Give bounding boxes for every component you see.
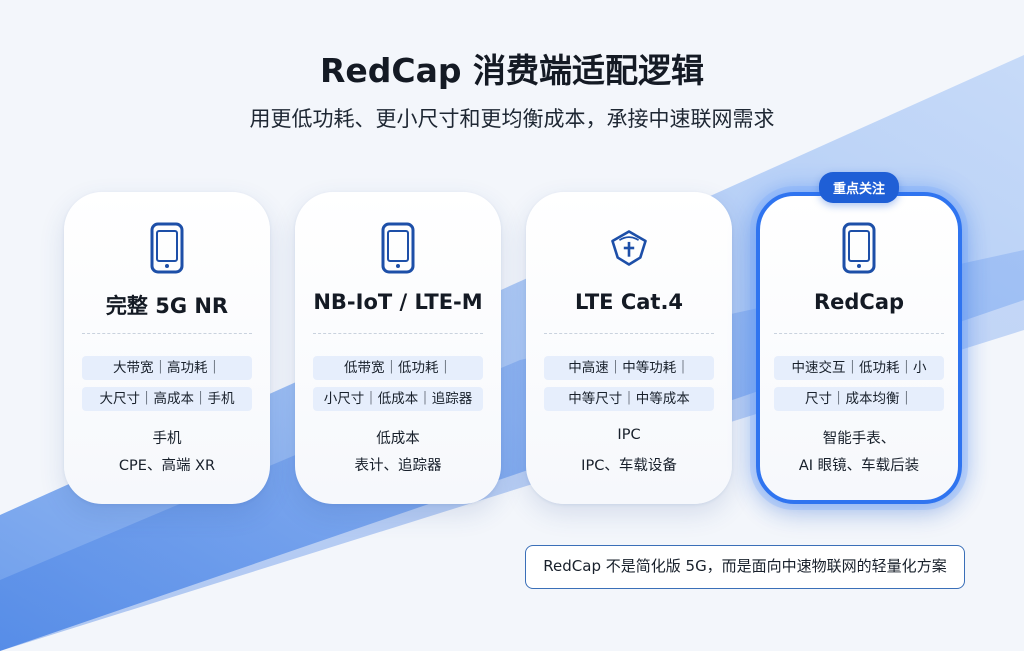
smartphone-icon xyxy=(378,220,418,276)
feature-tag: 大带宽｜高功耗｜ xyxy=(82,356,252,380)
card-title: NB-IoT / LTE-M xyxy=(313,290,483,314)
feature-tag: 中高速｜中等功耗｜ xyxy=(544,356,714,380)
shield-plus-icon xyxy=(609,220,649,276)
feature-tag: 小尺寸｜低成本｜追踪器 xyxy=(313,387,483,411)
use-case: CPE、高端 XR xyxy=(118,458,216,474)
card-title: 完整 5G NR xyxy=(105,294,229,318)
focus-badge: 重点关注 xyxy=(818,172,900,203)
card-nb-iot-lte-m: NB-IoT / LTE-M 低带宽｜低功耗｜ 小尺寸｜低成本｜追踪器 低成本 … xyxy=(295,192,501,504)
card-title: LTE Cat.4 xyxy=(574,290,684,314)
use-case: AI 眼镜、车载后装 xyxy=(798,458,920,474)
use-case: 手机 xyxy=(152,431,182,447)
use-case: IPC xyxy=(617,427,641,443)
divider xyxy=(313,333,483,334)
feature-tag: 大尺寸｜高成本｜手机 xyxy=(82,387,252,411)
use-case: 低成本 xyxy=(376,431,420,447)
divider xyxy=(544,333,714,334)
use-case: 智能手表、 xyxy=(822,431,896,447)
smartphone-icon xyxy=(839,220,879,276)
page-subtitle: 用更低功耗、更小尺寸和更均衡成本，承接中速联网需求 xyxy=(249,107,775,131)
divider xyxy=(774,333,944,334)
feature-tag: 中等尺寸｜中等成本 xyxy=(544,387,714,411)
card-title: RedCap xyxy=(813,290,905,314)
feature-tag: 低带宽｜低功耗｜ xyxy=(313,356,483,380)
divider xyxy=(82,333,252,334)
use-case: IPC、车载设备 xyxy=(581,458,677,474)
summary-note: RedCap 不是简化版 5G，而是面向中速物联网的轻量化方案 xyxy=(525,545,965,589)
card-redcap-featured: 重点关注 RedCap 中速交互｜低功耗｜小 尺寸｜成本均衡｜ 智能手表、 AI… xyxy=(756,172,962,504)
feature-tag: 中速交互｜低功耗｜小 xyxy=(774,356,944,380)
page-title: RedCap 消费端适配逻辑 xyxy=(319,51,704,90)
use-case: 表计、追踪器 xyxy=(354,458,442,474)
smartphone-icon xyxy=(147,220,187,276)
card-full-5g-nr: 完整 5G NR 大带宽｜高功耗｜ 大尺寸｜高成本｜手机 手机 CPE、高端 X… xyxy=(64,192,270,504)
card-lte-cat4: LTE Cat.4 中高速｜中等功耗｜ 中等尺寸｜中等成本 IPC IPC、车载… xyxy=(526,192,732,504)
feature-tag: 尺寸｜成本均衡｜ xyxy=(774,387,944,411)
